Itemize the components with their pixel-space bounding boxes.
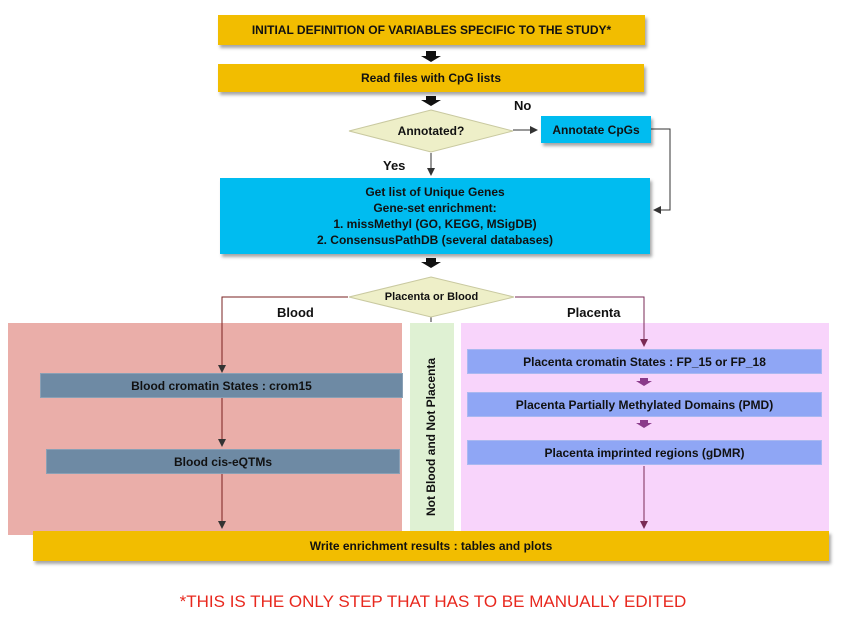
gene-line-4: 2. ConsensusPathDB (several databases) <box>316 233 554 247</box>
yes-label: Yes <box>383 158 406 173</box>
gene-line-3: 1. missMethyl (GO, KEGG, MSigDB) <box>333 217 537 231</box>
blood-cis-eqtms-step: Blood cis-eQTMs <box>46 449 400 474</box>
gene-set-enrichment-step: Get list of Unique Genes Gene-set enrich… <box>220 178 650 254</box>
read-files-step: Read files with CpG lists <box>218 64 644 92</box>
not-blood-region <box>410 323 454 535</box>
placenta-chromatin-states-step: Placenta cromatin States : FP_15 or FP_1… <box>467 349 822 374</box>
annotate-cpgs-step: Annotate CpGs <box>541 116 651 143</box>
placenta-arrow-2 <box>636 420 652 428</box>
blood-chromatin-states-step: Blood cromatin States : crom15 <box>40 373 403 398</box>
placenta-pmd-step: Placenta Partially Methylated Domains (P… <box>467 392 822 417</box>
tissue-decision: Placenta or Blood <box>348 276 515 318</box>
placenta-region-label: Placenta <box>567 305 621 320</box>
gene-line-2: Gene-set enrichment: <box>373 201 497 215</box>
placenta-gdmr-step: Placenta imprinted regions (gDMR) <box>467 440 822 465</box>
blood-region-label: Blood <box>277 305 314 320</box>
not-blood-not-placenta-label: Not Blood and Not Placenta <box>424 357 438 516</box>
annotated-decision-label: Annotated? <box>397 124 465 138</box>
block-arrow-2 <box>421 96 441 106</box>
initial-definition-step: INITIAL DEFINITION OF VARIABLES SPECIFIC… <box>218 15 645 45</box>
no-label: No <box>514 98 532 113</box>
placenta-arrow-1 <box>636 378 652 386</box>
blood-region <box>8 323 402 535</box>
tissue-decision-label: Placenta or Blood <box>384 291 479 303</box>
write-results-step: Write enrichment results : tables and pl… <box>33 531 829 561</box>
annotated-decision: Annotated? <box>348 109 514 153</box>
gene-line-1: Get list of Unique Genes <box>365 185 505 199</box>
footnote: *THIS IS THE ONLY STEP THAT HAS TO BE MA… <box>179 592 687 611</box>
block-arrow-1 <box>421 51 441 62</box>
block-arrow-3 <box>421 258 441 268</box>
